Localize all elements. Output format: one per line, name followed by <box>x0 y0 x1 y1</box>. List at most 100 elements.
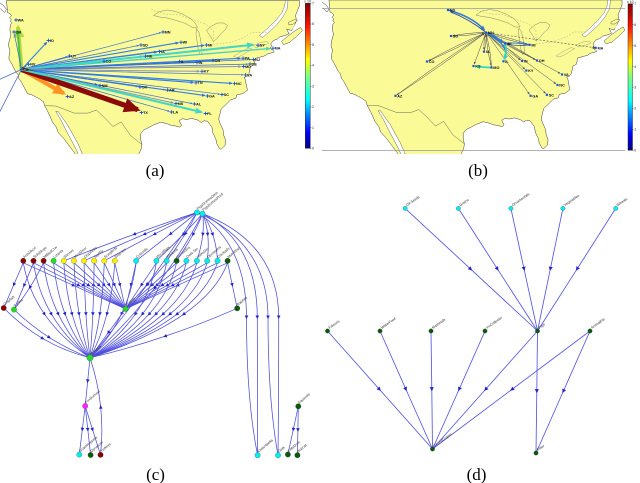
svg-text:MS: MS <box>178 102 184 106</box>
svg-text:KiwisHawks: KiwisHawks <box>257 438 274 454</box>
svg-text:Lizards: Lizards <box>53 249 65 260</box>
svg-text:TX: TX <box>143 111 148 115</box>
svg-text:NE: NE <box>147 55 153 59</box>
svg-text:5: 5 <box>312 43 314 47</box>
svg-text:KY: KY <box>204 70 210 74</box>
svg-text:DE: DE <box>252 62 258 66</box>
svg-text:Grains: Grains <box>459 198 470 207</box>
svg-text:2: 2 <box>312 105 314 109</box>
svg-text:OR: OR <box>16 30 22 34</box>
svg-text:NM: NM <box>102 84 108 88</box>
svg-text:Vegetables: Vegetables <box>563 194 580 208</box>
svg-text:x 10: x 10 <box>627 0 634 4</box>
svg-text:TN: TN <box>198 81 203 85</box>
svg-text:VA: VA <box>247 73 252 77</box>
svg-text:IL: IL <box>181 60 185 64</box>
svg-text:KS: KS <box>475 65 481 69</box>
svg-text:WaterFowl: WaterFowl <box>380 317 396 330</box>
svg-text:Shrews: Shrews <box>63 248 75 259</box>
svg-text:MO: MO <box>493 66 499 70</box>
svg-text:Bobcat: Bobcat <box>296 443 307 453</box>
svg-text:Turtles: Turtles <box>13 298 24 308</box>
svg-text:SC: SC <box>549 93 555 97</box>
svg-text:SC: SC <box>224 93 230 97</box>
svg-text:FL: FL <box>207 112 212 116</box>
svg-text:NV: NV <box>30 63 36 67</box>
svg-text:WI: WI <box>183 41 188 45</box>
svg-text:ND: ND <box>450 9 456 13</box>
svg-text:7: 7 <box>312 2 314 6</box>
svg-text:7: 7 <box>634 2 636 6</box>
svg-text:1: 1 <box>634 128 636 132</box>
svg-text:x 10: x 10 <box>304 0 311 3</box>
svg-text:Falcons: Falcons <box>328 319 341 330</box>
svg-text:Turkeys: Turkeys <box>100 442 112 453</box>
svg-text:MN: MN <box>165 30 171 34</box>
svg-text:Mammals: Mammals <box>431 317 446 329</box>
svg-text:WI: WI <box>507 42 512 46</box>
svg-text:AZ: AZ <box>69 95 75 99</box>
svg-text:4: 4 <box>634 65 636 69</box>
svg-text:IN: IN <box>199 61 203 65</box>
svg-text:OH: OH <box>215 59 221 63</box>
svg-text:6: 6 <box>634 23 636 27</box>
svg-text:NY: NY <box>260 44 266 48</box>
svg-text:Pigs: Pigs <box>538 322 546 329</box>
svg-text:AR: AR <box>169 88 175 92</box>
svg-text:CerealGrains: CerealGrains <box>433 432 453 448</box>
svg-text:MN: MN <box>488 31 494 35</box>
svg-text:3: 3 <box>312 84 314 88</box>
svg-text:CO: CO <box>429 60 435 64</box>
svg-text:Crayfish: Crayfish <box>3 295 16 307</box>
svg-text:Fiber: Fiber <box>536 443 546 451</box>
svg-text:IN: IN <box>524 60 528 64</box>
svg-text:0: 0 <box>312 147 314 151</box>
svg-text:Owls: Owls <box>277 445 286 453</box>
svg-text:NC: NC <box>236 82 242 86</box>
svg-text:ID: ID <box>50 39 54 43</box>
svg-text:Rabbits: Rabbits <box>236 296 248 307</box>
svg-text:VA: VA <box>564 73 569 77</box>
svg-text:AZ: AZ <box>397 94 403 98</box>
svg-text:Humans: Humans <box>89 344 102 356</box>
svg-text:PA: PA <box>245 57 250 61</box>
svg-text:Wheats: Wheats <box>616 197 628 207</box>
svg-text:0: 0 <box>634 149 636 153</box>
svg-text:IA: IA <box>486 50 490 54</box>
svg-text:GA: GA <box>209 94 215 98</box>
svg-text:AL: AL <box>196 102 202 106</box>
svg-text:1: 1 <box>312 126 314 130</box>
svg-text:3: 3 <box>634 86 636 90</box>
svg-text:InvCollector: InvCollector <box>485 315 503 330</box>
svg-text:Snakes: Snakes <box>125 296 137 307</box>
svg-text:MA: MA <box>598 46 604 50</box>
svg-text:LA: LA <box>173 110 178 114</box>
svg-text:OH: OH <box>539 59 545 63</box>
svg-text:4: 4 <box>312 64 314 68</box>
svg-text:6: 6 <box>312 22 314 26</box>
svg-text:AnimalFib: AnimalFib <box>590 317 605 329</box>
svg-text:Oil Seeds: Oil Seeds <box>405 195 420 207</box>
svg-text:Squirrels: Squirrels <box>297 392 311 404</box>
svg-text:5: 5 <box>634 44 636 48</box>
svg-text:MI: MI <box>531 43 535 47</box>
svg-text:MD: MD <box>245 65 251 69</box>
svg-text:OK: OK <box>142 85 148 89</box>
svg-text:SD: SD <box>143 43 149 47</box>
svg-text:NC: NC <box>559 84 565 88</box>
svg-text:IL: IL <box>505 60 509 64</box>
svg-text:IA: IA <box>161 50 165 54</box>
svg-text:WA: WA <box>18 18 24 22</box>
svg-text:2: 2 <box>634 107 636 111</box>
svg-text:GA: GA <box>532 94 538 98</box>
svg-text:SqrlFly: SqrlFly <box>93 249 104 259</box>
svg-text:KY: KY <box>528 69 534 73</box>
svg-text:MI: MI <box>208 43 212 47</box>
svg-text:CA: CA <box>23 68 29 72</box>
svg-text:Ornamentals: Ornamentals <box>511 192 530 207</box>
svg-text:NJ: NJ <box>255 58 260 62</box>
svg-text:UT: UT <box>71 54 77 58</box>
svg-text:SD: SD <box>453 35 459 39</box>
svg-text:CO: CO <box>106 60 112 64</box>
svg-text:MA: MA <box>275 47 281 51</box>
